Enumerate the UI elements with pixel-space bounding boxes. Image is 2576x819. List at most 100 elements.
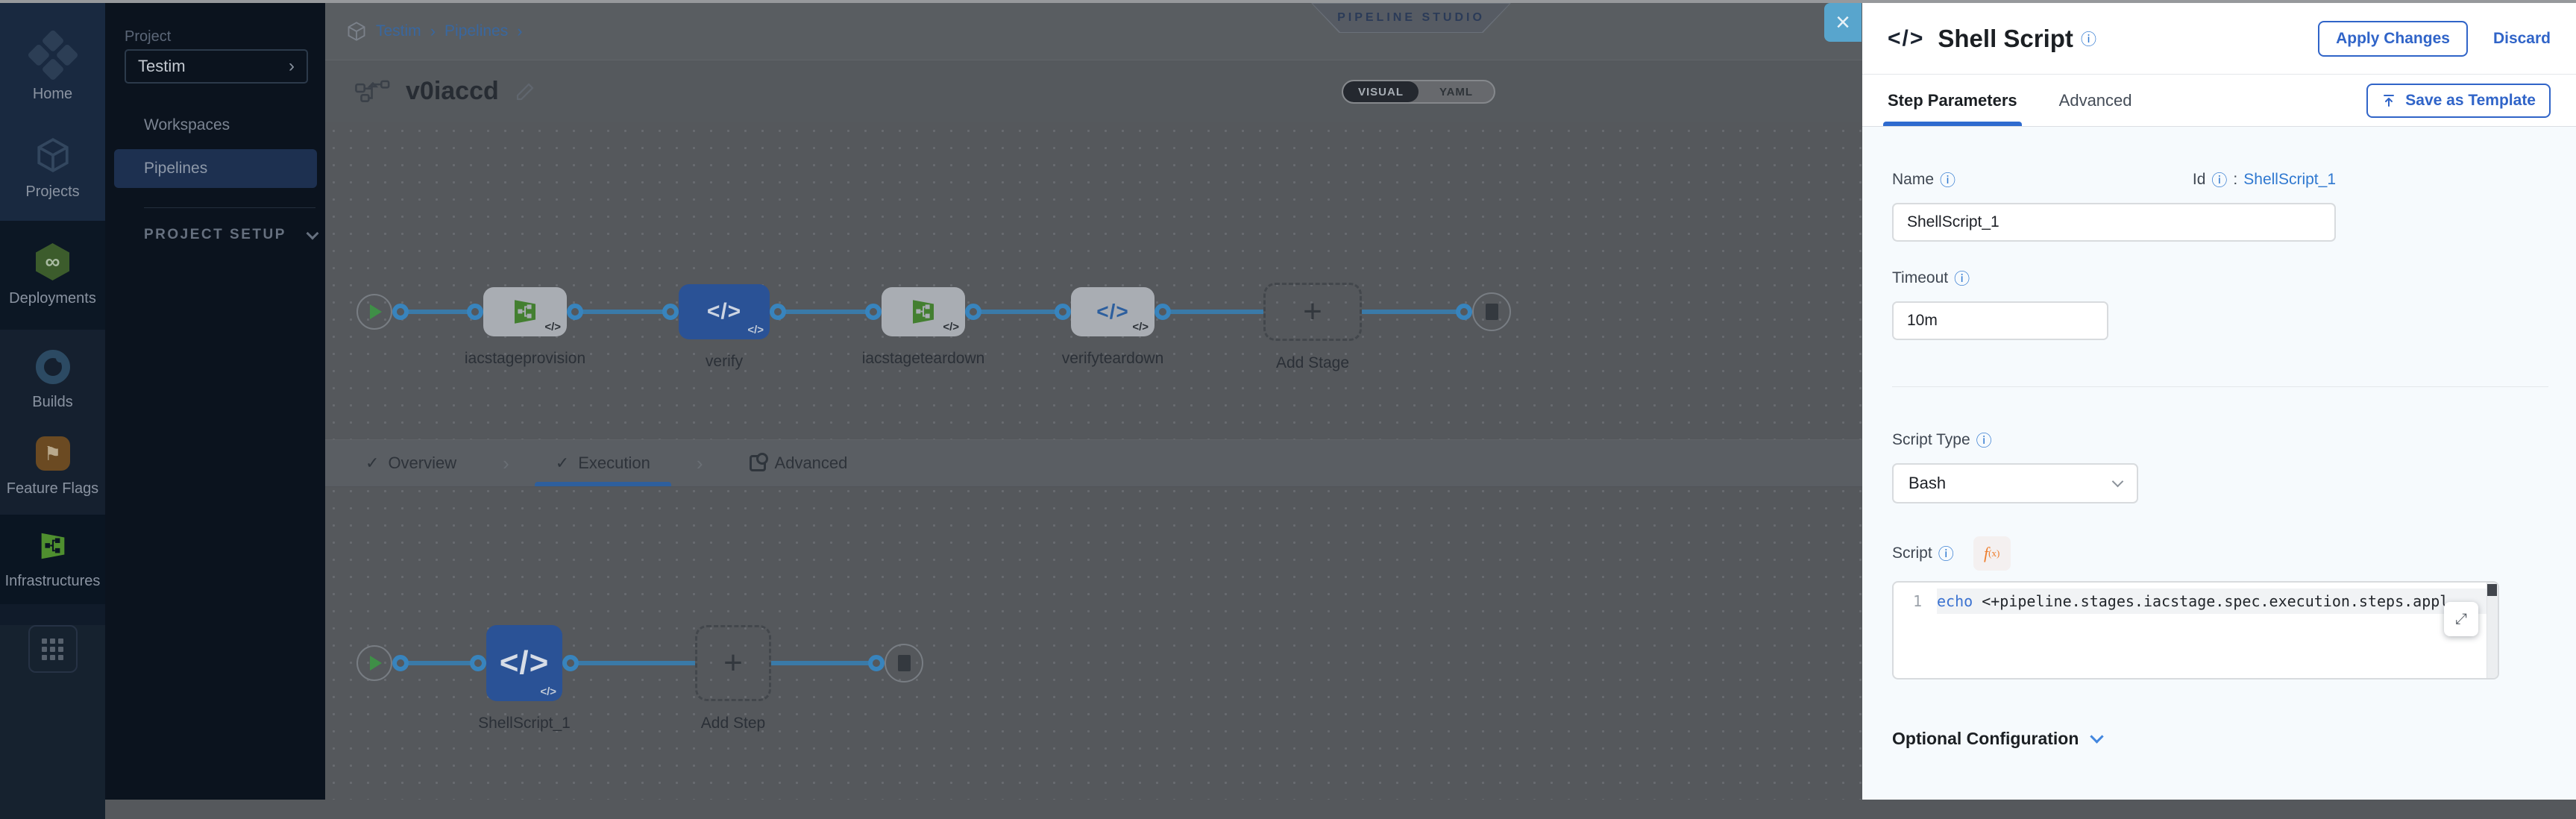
shell-script-step-icon: </>	[1888, 25, 1925, 51]
code-badge: </>	[1132, 321, 1149, 333]
advanced-settings-icon	[749, 453, 768, 471]
run-step-node[interactable]	[356, 645, 392, 681]
expand-icon: ⤢	[2455, 610, 2467, 627]
pipeline-studio-main: Testim › Pipelines › PIPELINE STUDIO v0i…	[325, 3, 1862, 800]
check-icon: ✓	[365, 454, 380, 472]
info-icon[interactable]: ⓘ	[1940, 172, 1956, 189]
tab-step-parameters[interactable]: Step Parameters	[1883, 75, 2022, 126]
shell-script-icon: </>	[499, 644, 550, 681]
scrollbar-thumb[interactable]	[2487, 584, 2497, 596]
code-line-content[interactable]: echo <+pipeline.stages.iacstage.spec.exe…	[1937, 589, 2498, 614]
script-label: Script ⓘ	[1892, 542, 1954, 565]
sidebar-item-pipelines[interactable]: Pipelines	[114, 149, 317, 188]
apply-changes-button[interactable]: Apply Changes	[2318, 20, 2468, 57]
chevron-down-icon	[306, 227, 319, 240]
breadcrumb-separator: ›	[430, 22, 436, 40]
info-icon[interactable]: ⓘ	[1976, 433, 1992, 450]
edit-pencil-icon[interactable]	[514, 81, 536, 103]
rail-item-infrastructures[interactable]: Infrastructures	[0, 518, 105, 600]
stage-label: iacstageteardown	[861, 350, 985, 367]
script-type-select[interactable]: Bash	[1892, 463, 2138, 503]
stage-node-verifyteardown[interactable]: </> </> verifyteardown	[1062, 287, 1163, 367]
save-as-template-label: Save as Template	[2405, 91, 2536, 109]
sidebar-item-workspaces[interactable]: Workspaces	[144, 116, 230, 134]
chevron-right-icon: ›	[696, 451, 703, 474]
rail-item-builds[interactable]: Builds	[0, 337, 105, 424]
tab-overview[interactable]: ✓ Overview	[358, 440, 464, 486]
project-label: Project	[125, 28, 172, 45]
stage-node-verify-selected[interactable]: </> </> verify	[679, 284, 770, 370]
divider	[144, 207, 315, 208]
project-selector[interactable]: Testim ›	[125, 49, 308, 84]
chevron-right-icon: ›	[503, 451, 509, 474]
script-code-editor[interactable]: 1 echo <+pipeline.stages.iacstage.spec.e…	[1892, 581, 2499, 680]
expression-fx-button[interactable]: f(x)	[1973, 536, 2011, 571]
rail-item-feature-flags[interactable]: ⚑ Feature Flags	[0, 424, 105, 510]
rail-item-label: Deployments	[9, 290, 96, 307]
drawer-close-button[interactable]: ×	[1824, 3, 1862, 42]
feature-flags-icon: ⚑	[35, 436, 70, 471]
chevron-down-icon	[2111, 475, 2124, 488]
script-type-label: Script Type ⓘ	[1892, 429, 2546, 451]
breadcrumb-link-pipelines[interactable]: Pipelines	[444, 22, 509, 40]
discard-button[interactable]: Discard	[2492, 29, 2551, 47]
connector	[392, 304, 483, 320]
line-number: 1	[1912, 592, 1922, 610]
sidebar-item-label: Pipelines	[144, 160, 208, 177]
breadcrumb: Testim › Pipelines ›	[346, 21, 523, 42]
connector	[562, 655, 695, 671]
editor-scrollbar[interactable]	[2487, 583, 2498, 678]
tab-label: Advanced	[774, 454, 848, 472]
info-icon[interactable]: ⓘ	[1938, 546, 1954, 563]
pipeline-end-node	[1472, 292, 1511, 331]
add-stage-node[interactable]: + Add Stage	[1263, 283, 1362, 371]
save-template-icon	[2384, 94, 2395, 107]
rail-item-label: Home	[32, 86, 73, 102]
add-step-node[interactable]: + Add Step	[695, 625, 771, 732]
project-setup-toggle[interactable]: PROJECT SETUP	[144, 227, 319, 243]
stage-node-iacstageprovision[interactable]: </> iacstageprovision	[465, 287, 585, 367]
code-badge: </>	[544, 321, 561, 333]
info-icon[interactable]: ⓘ	[1954, 271, 1970, 288]
breadcrumb-link-project[interactable]: Testim	[376, 22, 421, 40]
deployments-icon: ∞	[36, 243, 69, 280]
script-stage-icon: </>	[1096, 300, 1129, 323]
rail-item-label: Feature Flags	[6, 480, 99, 497]
info-icon[interactable]: ⓘ	[2080, 31, 2096, 48]
code-badge: </>	[540, 685, 556, 698]
timeout-field-label: Timeout ⓘ	[1892, 267, 2546, 289]
drawer-tab-bar: Step Parameters Advanced Save as Templat…	[1862, 75, 2576, 127]
visual-yaml-toggle: VISUAL YAML	[1342, 80, 1495, 104]
rail-item-home[interactable]: Home	[0, 21, 105, 119]
rail-item-deployments[interactable]: ∞ Deployments	[0, 230, 105, 320]
connector	[965, 304, 1071, 320]
save-as-template-button[interactable]: Save as Template	[2366, 83, 2551, 118]
stage-label: Add Stage	[1275, 354, 1350, 371]
rail-item-label: Infrastructures	[4, 573, 101, 589]
modules-grid-button[interactable]	[28, 625, 78, 673]
info-icon[interactable]: ⓘ	[2211, 172, 2228, 189]
step-label: Add Step	[700, 715, 766, 732]
run-pipeline-node[interactable]	[356, 294, 392, 330]
rail-item-projects[interactable]: Projects	[0, 119, 105, 218]
optional-configuration-toggle[interactable]: Optional Configuration	[1892, 729, 2546, 749]
timeout-input[interactable]	[1894, 303, 2107, 339]
step-end-node	[885, 644, 923, 682]
toggle-visual[interactable]: VISUAL	[1343, 81, 1419, 102]
breadcrumb-separator: ›	[517, 22, 523, 40]
tab-execution[interactable]: ✓ Execution	[534, 440, 671, 486]
expand-editor-button[interactable]: ⤢	[2444, 602, 2478, 636]
step-id-value[interactable]: ShellScript_1	[2243, 171, 2336, 188]
stage-node-iacstageteardown[interactable]: </> iacstageteardown	[862, 287, 984, 367]
connector	[770, 304, 882, 320]
tab-advanced[interactable]: Advanced	[742, 440, 855, 486]
tab-label: Overview	[388, 454, 457, 472]
step-node-shellscript[interactable]: </> </> ShellScript_1	[478, 625, 571, 732]
pipeline-graph-icon	[355, 80, 390, 102]
tab-advanced[interactable]: Advanced	[2058, 90, 2132, 110]
window-top-strip	[0, 0, 2576, 3]
step-graph: </> </> ShellScript_1 + Add Step	[356, 622, 923, 732]
toggle-yaml[interactable]: YAML	[1439, 85, 1474, 98]
name-input[interactable]	[1892, 203, 2336, 242]
play-icon	[370, 656, 382, 671]
